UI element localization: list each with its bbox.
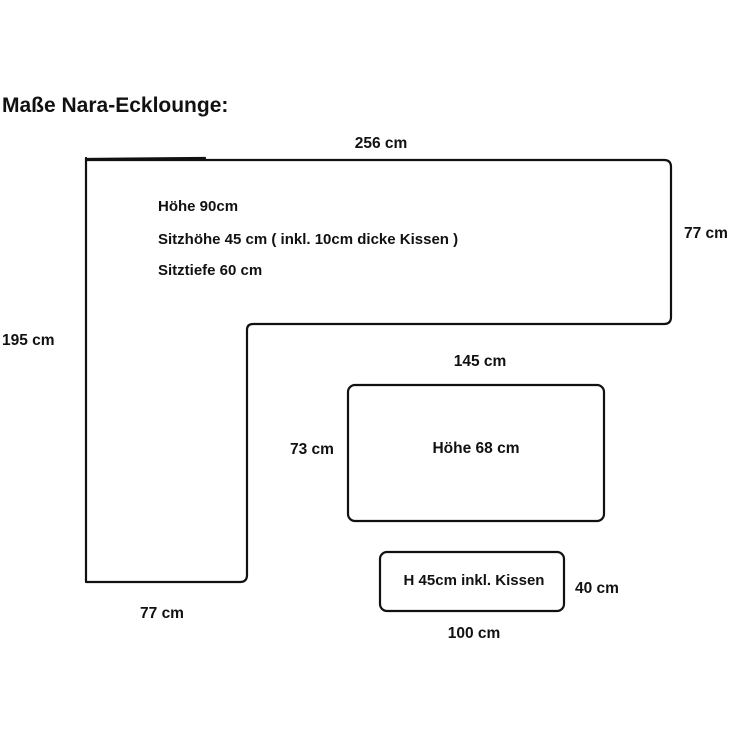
table-depth-label: 73 cm: [290, 441, 334, 458]
lounge-left-height-label: 195 cm: [2, 332, 55, 349]
corner-lounge-outline: [84, 156, 673, 584]
lounge-spec-seat-depth: Sitztiefe 60 cm: [158, 262, 262, 279]
stool-depth-label: 40 cm: [575, 580, 619, 597]
table-height-label: Höhe 68 cm: [432, 440, 519, 457]
lounge-spec-seat-height: Sitzhöhe 45 cm ( inkl. 10cm dicke Kissen…: [158, 231, 458, 248]
lounge-bottom-depth-label: 77 cm: [140, 605, 184, 622]
table-width-label: 145 cm: [454, 353, 507, 370]
diagram-title: Maße Nara-Ecklounge:: [2, 94, 228, 117]
stool-width-label: 100 cm: [448, 625, 501, 642]
lounge-width-label: 256 cm: [355, 135, 408, 152]
stool-height-label: H 45cm inkl. Kissen: [404, 572, 545, 589]
stool-outline: [378, 550, 566, 613]
lounge-spec-height: Höhe 90cm: [158, 198, 238, 215]
table-outline: [346, 383, 606, 523]
lounge-top-edge-segment: [84, 156, 207, 161]
lounge-right-depth-label: 77 cm: [684, 225, 728, 242]
